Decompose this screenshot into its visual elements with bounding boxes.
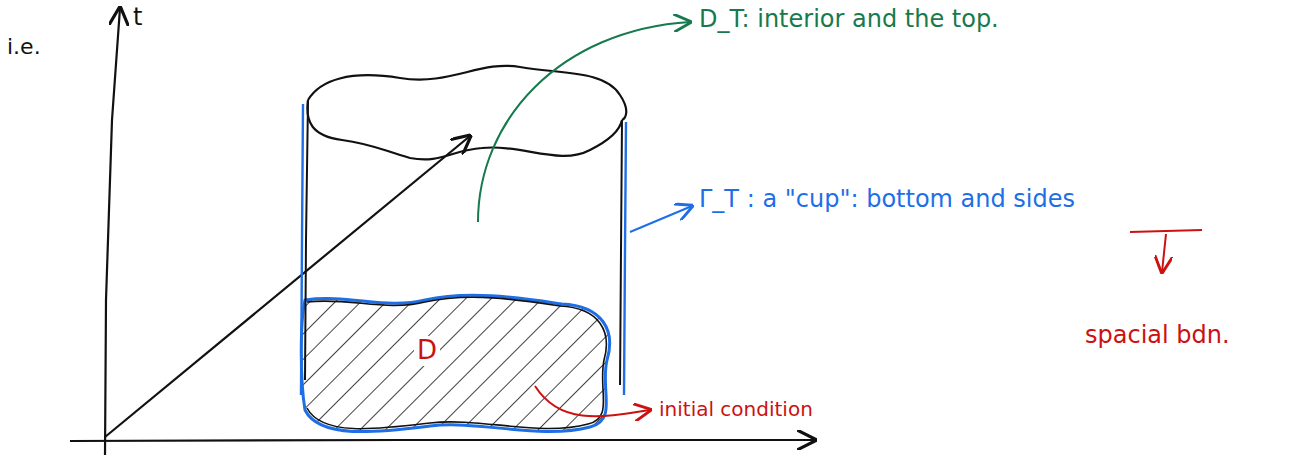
note-text: spacial bdn. [1082,322,1233,350]
t-axis [105,8,120,455]
cup-side [301,104,303,395]
leader-line [1162,234,1166,272]
underline [1130,230,1202,232]
region-label: D_T: interior and the top. [696,6,1002,34]
region-label: D [414,336,440,366]
leader-line [535,386,650,416]
cup-side [624,122,626,395]
boundary-label: Γ_T : a "cup": bottom and sides [696,186,1078,214]
leader-line [630,206,692,232]
cylinder-top [308,66,626,120]
axis-label: t [130,4,145,32]
cylinder-side [620,120,622,385]
note-text: i.e. [4,34,44,59]
leader-line [478,22,690,222]
callout-text: initial condition [656,398,816,421]
x-axis [70,440,815,441]
cylinder-side [305,100,308,380]
cylinder-top [307,100,622,159]
